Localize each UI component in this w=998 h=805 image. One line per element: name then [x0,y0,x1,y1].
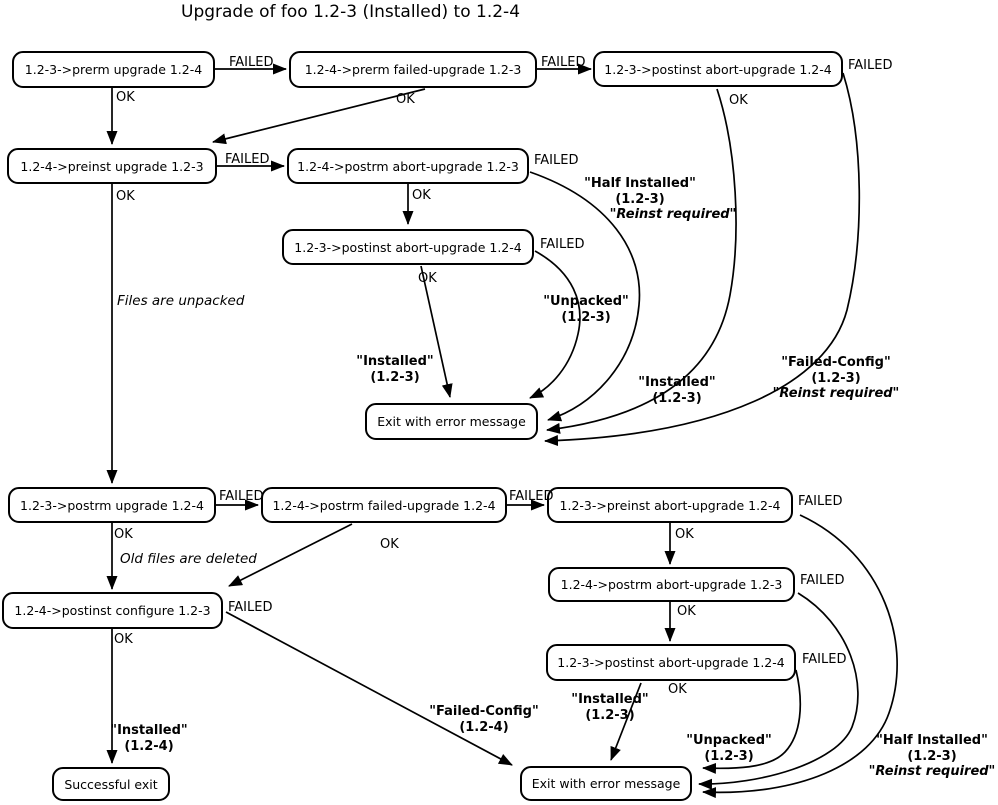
annotation-half-installed-top: "Half Installed" (1.2-3) "Reinst require… [570,176,736,223]
node-postinst-abort-bottom: 1.2-3->postinst abort-upgrade 1.2-4 [546,644,796,681]
annotation-line: "Half Installed" [584,176,696,191]
annotation-line: "Unpacked" [543,294,629,309]
curve-preinstabort-failed [702,514,898,799]
annotation-unpacked-top: "Unpacked" (1.2-3) [540,294,632,325]
curve-top-failed [544,72,861,447]
failed-label-postrm-failed: FAILED [509,489,554,504]
failed-label-postinst-abort-mid: FAILED [540,237,585,252]
ok-label-postinst-abort-bottom: OK [668,682,687,697]
annotation-line: "Reinst required" [609,207,737,222]
annotation-line: "Reinst required" [868,764,996,779]
failed-label-preinst-abort: FAILED [798,494,843,509]
node-postrm-upgrade: 1.2-3->postrm upgrade 1.2-4 [8,487,216,523]
ok-label-postinst-abort-mid: OK [418,271,437,286]
page-title: Upgrade of foo 1.2-3 (Installed) to 1.2-… [181,2,521,22]
failed-label-preinst-upgrade: FAILED [225,152,270,167]
annotation-line: (1.2-4) [124,738,174,754]
node-prerm-failed-upgrade: 1.2-4->prerm failed-upgrade 1.2-3 [289,51,537,88]
arrow-configure-failed-diag [225,611,513,766]
annotation-line: "Unpacked" [686,733,772,748]
node-exit-error-bottom: Exit with error message [520,766,692,801]
annotation-line: "Installed" [110,723,188,738]
ok-label-postrm-abort-top: OK [412,188,431,203]
node-prerm-upgrade: 1.2-3->prerm upgrade 1.2-4 [12,51,215,88]
annotation-installed-bottom-mid: "Installed" (1.2-3) [570,692,650,723]
node-preinst-upgrade: 1.2-4->preinst upgrade 1.2-3 [7,148,217,184]
failed-label-configure: FAILED [228,600,273,615]
annotation-line: "Reinst required" [772,386,900,401]
ok-label-prerm: OK [116,90,135,105]
annotation-line: (1.2-3) [652,390,702,406]
annotation-line: "Half Installed" [876,733,988,748]
node-preinst-abort: 1.2-3->preinst abort-upgrade 1.2-4 [547,487,793,523]
node-exit-error-top: Exit with error message [365,403,538,440]
annotation-line: (1.2-3) [811,370,861,386]
ok-label-postrm-abort-bottom: OK [677,604,696,619]
annotation-line: (1.2-3) [370,369,420,385]
annotation-line: "Installed" [571,692,649,707]
failed-label-postinst-abort-bottom: FAILED [802,652,847,667]
ok-label-configure: OK [114,632,133,647]
failed-label-prerm-failed: FAILED [541,55,586,70]
annotation-failed-config-top: "Failed-Config" (1.2-3) "Reinst required… [766,355,906,402]
ok-label-postinst-abort-top: OK [729,93,748,108]
annotation-line: (1.2-3) [704,748,754,764]
annotation-line: (1.2-3) [585,707,635,723]
node-postrm-abort-bottom: 1.2-4->postrm abort-upgrade 1.2-3 [548,567,795,602]
annotation-line: (1.2-4) [459,719,509,735]
annotation-line: (1.2-3) [907,748,957,764]
arrow-postrmfailed-ok-diag [228,523,353,587]
node-postrm-abort-top: 1.2-4->postrm abort-upgrade 1.2-3 [287,148,529,184]
annotation-line: "Installed" [356,354,434,369]
annotation-line: (1.2-3) [615,191,665,207]
node-postinst-abort-top: 1.2-3->postinst abort-upgrade 1.2-4 [593,51,843,87]
failed-label-postrm-abort-bottom: FAILED [800,573,845,588]
annotation-unpacked-bottom: "Unpacked" (1.2-3) [684,733,774,764]
curve-postinstabort-failed [529,250,581,399]
note-old-files-deleted: Old files are deleted [120,551,257,567]
annotation-failed-config-bottom: "Failed-Config" (1.2-4) [428,704,540,735]
arrow-postinstabortb-ok-diag [610,682,642,761]
node-postinst-abort-mid: 1.2-3->postinst abort-upgrade 1.2-4 [282,229,534,265]
ok-label-prerm-failed: OK [396,92,415,107]
node-successful-exit: Successful exit [52,767,170,801]
annotation-line: (1.2-3) [561,309,611,325]
annotation-installed-top-left: "Installed" (1.2-3) [355,354,435,385]
failed-label-postinst-abort-top: FAILED [848,58,893,73]
annotation-installed-top-right: "Installed" (1.2-3) [637,375,717,406]
annotation-half-installed-bottom: "Half Installed" (1.2-3) "Reinst require… [862,733,998,780]
curve-top-ok [546,88,737,434]
node-postrm-failed-upgrade: 1.2-4->postrm failed-upgrade 1.2-4 [261,487,507,523]
ok-label-preinst-abort: OK [675,527,694,542]
failed-label-prerm: FAILED [229,55,274,70]
curve-postrmabort-failed [529,171,641,422]
annotation-line: "Failed-Config" [781,355,891,370]
arrow-postinstabort-ok-diag [420,265,453,398]
failed-label-postrm-abort-top: FAILED [534,153,579,168]
curve-postrmabortb-failed [698,592,859,790]
arrow-prermfailed-ok-diag [212,88,426,145]
ok-label-postrm-failed: OK [380,537,399,552]
annotation-installed-bottom-left: "Installed" (1.2-4) [109,723,189,754]
annotation-line: "Installed" [638,375,716,390]
annotation-line: "Failed-Config" [429,704,539,719]
note-files-unpacked: Files are unpacked [117,293,245,309]
ok-label-postrm-upgrade: OK [114,527,133,542]
ok-label-preinst-upgrade: OK [116,189,135,204]
node-postinst-configure: 1.2-4->postinst configure 1.2-3 [2,592,223,629]
failed-label-postrm-upgrade: FAILED [219,489,264,504]
curve-postinstabortb-failed [702,669,802,774]
